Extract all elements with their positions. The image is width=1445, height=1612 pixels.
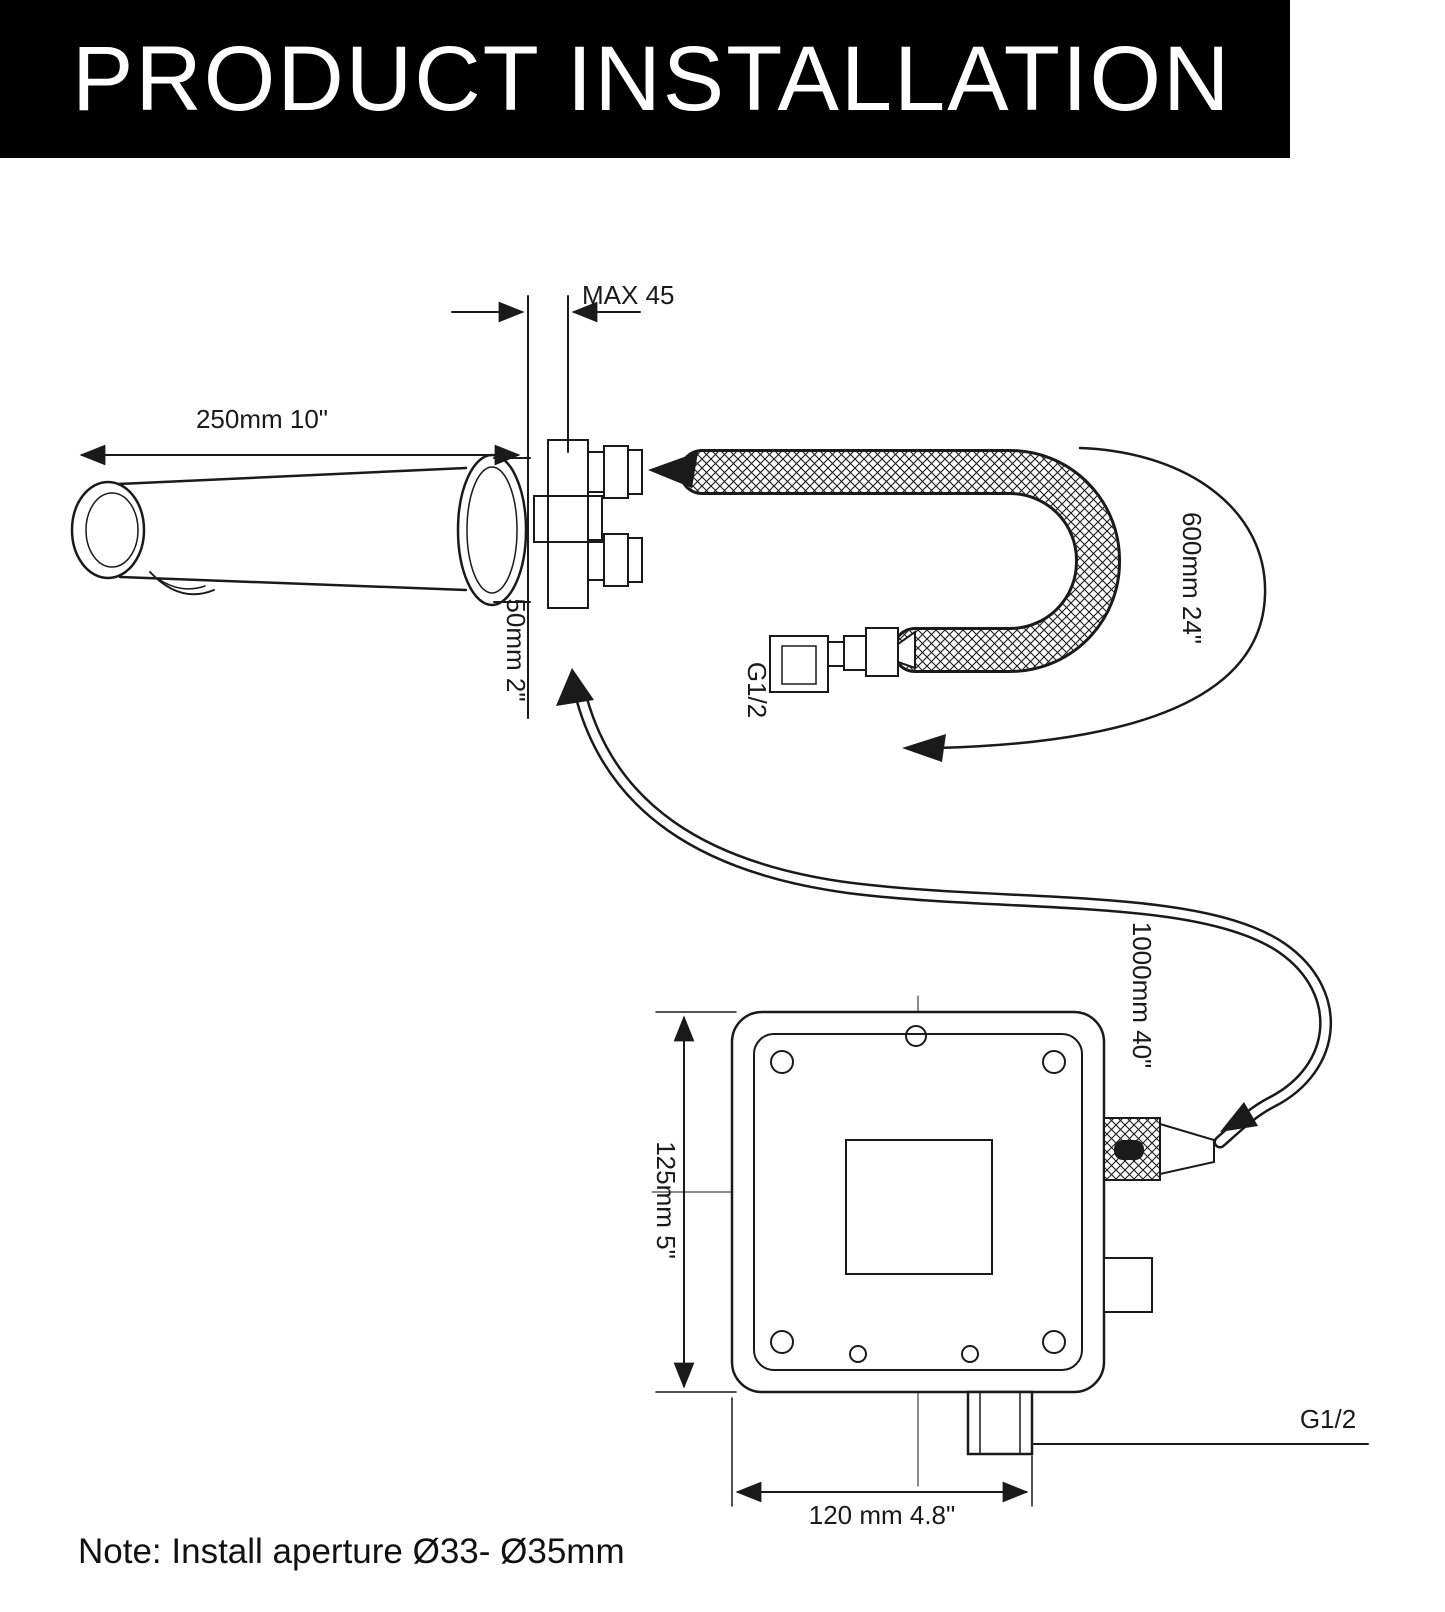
install-note: Note: Install aperture Ø33- Ø35mm	[78, 1532, 625, 1571]
label-box-width: 120 mm 4.8"	[809, 1500, 956, 1530]
page-title: PRODUCT INSTALLATION	[72, 27, 1232, 130]
label-spout-length: 250mm 10"	[196, 404, 328, 434]
label-thread-upper: G1/2	[742, 662, 772, 718]
wall-bracket	[527, 295, 643, 719]
hose-direction-arrow-icon	[648, 452, 698, 488]
corner-screw-icon	[1042, 1050, 1066, 1074]
g12-hose-fitting	[769, 627, 916, 693]
routing-arrowhead-icon	[902, 734, 946, 762]
bottom-screw-icon	[849, 1345, 867, 1363]
top-screw-icon	[905, 1025, 927, 1047]
corner-screw-icon	[770, 1330, 794, 1354]
control-box	[651, 995, 1106, 1487]
connector-led-icon	[1114, 1140, 1144, 1160]
sensor-cable	[556, 668, 1332, 1149]
bottom-outlet	[966, 1390, 1034, 1456]
label-cable-length: 1000mm 40"	[1127, 922, 1157, 1069]
cable-up-arrowhead-icon	[556, 668, 594, 706]
label-max-45: MAX 45	[582, 280, 675, 310]
sensor-window	[845, 1139, 993, 1275]
header-banner: PRODUCT INSTALLATION	[0, 0, 1290, 158]
cable-down-arrowhead-icon	[1220, 1102, 1258, 1132]
label-thread-lower: G1/2	[1300, 1404, 1356, 1434]
braided-hose	[679, 449, 1121, 673]
label-hose-length: 600mm 24"	[1177, 512, 1207, 644]
label-wall-gap: 50mm 2"	[501, 598, 531, 701]
faucet-spout	[70, 453, 531, 607]
dimension-lines	[79, 301, 1369, 1507]
side-connector	[1103, 1117, 1215, 1181]
corner-screw-icon	[770, 1050, 794, 1074]
hose-routing-arrow	[902, 446, 1267, 762]
bottom-screw-icon	[961, 1345, 979, 1363]
side-outlet	[1103, 1257, 1153, 1313]
corner-screw-icon	[1042, 1330, 1066, 1354]
label-box-height: 125mm 5"	[651, 1141, 681, 1259]
